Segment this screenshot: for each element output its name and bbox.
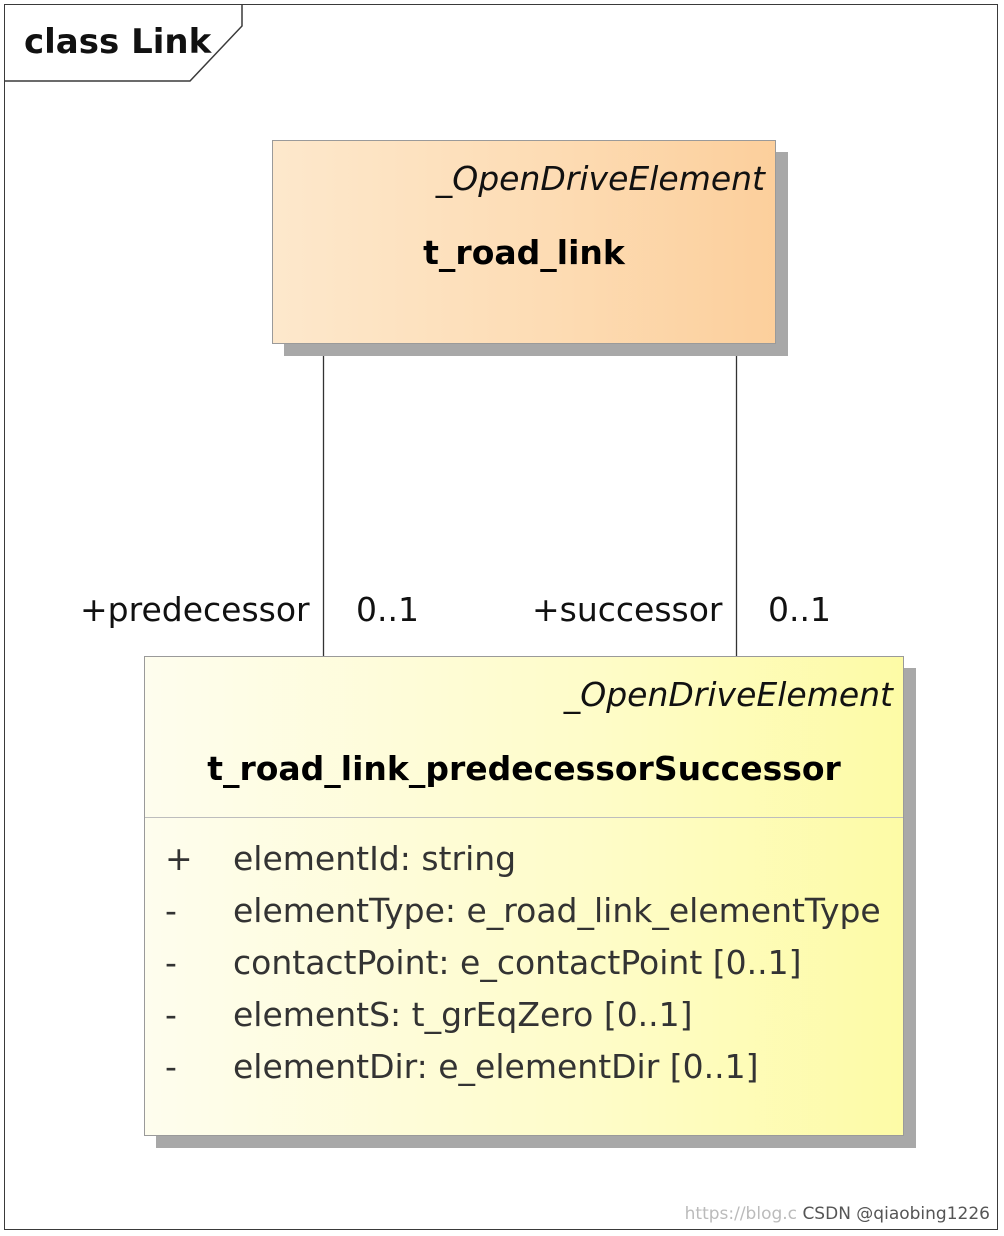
attribute-text: contactPoint: e_contactPoint [0..1] <box>233 943 802 982</box>
class-stereotype: _OpenDriveElement <box>563 675 893 714</box>
frame-title: class Link <box>24 22 212 62</box>
watermark-faint-text: https://blog.c <box>684 1204 798 1224</box>
attribute-visibility: - <box>165 995 177 1034</box>
diagram-frame <box>4 4 998 1230</box>
successor-multiplicity: 0..1 <box>768 590 831 629</box>
class-name: t_road_link <box>423 233 625 272</box>
predecessor-multiplicity: 0..1 <box>356 590 419 629</box>
attribute-compartment-divider <box>145 817 903 818</box>
attribute-text: elementS: t_grEqZero [0..1] <box>233 995 693 1034</box>
attribute-visibility: + <box>165 839 193 878</box>
predecessor-role-label: +predecessor <box>80 590 310 629</box>
watermark: https://blog.c CSDN @qiaobing1226 <box>685 1204 990 1224</box>
frame-tab-shape <box>4 4 243 82</box>
class-name: t_road_link_predecessorSuccessor <box>207 749 841 788</box>
watermark-text: CSDN @qiaobing1226 <box>802 1204 990 1224</box>
attribute-visibility: - <box>165 1047 177 1086</box>
attribute-visibility: - <box>165 943 177 982</box>
attribute-visibility: - <box>165 891 177 930</box>
class-t-road-link[interactable]: _OpenDriveElement t_road_link <box>272 140 776 344</box>
class-stereotype: _OpenDriveElement <box>435 159 765 198</box>
class-t-road-link-predecessor-successor[interactable]: _OpenDriveElement t_road_link_predecesso… <box>144 656 904 1136</box>
frame-title-tab: class Link <box>4 4 244 82</box>
successor-role-label: +successor <box>532 590 723 629</box>
attribute-text: elementDir: e_elementDir [0..1] <box>233 1047 759 1086</box>
attribute-text: elementId: string <box>233 839 517 878</box>
attribute-text: elementType: e_road_link_elementType <box>233 891 881 930</box>
